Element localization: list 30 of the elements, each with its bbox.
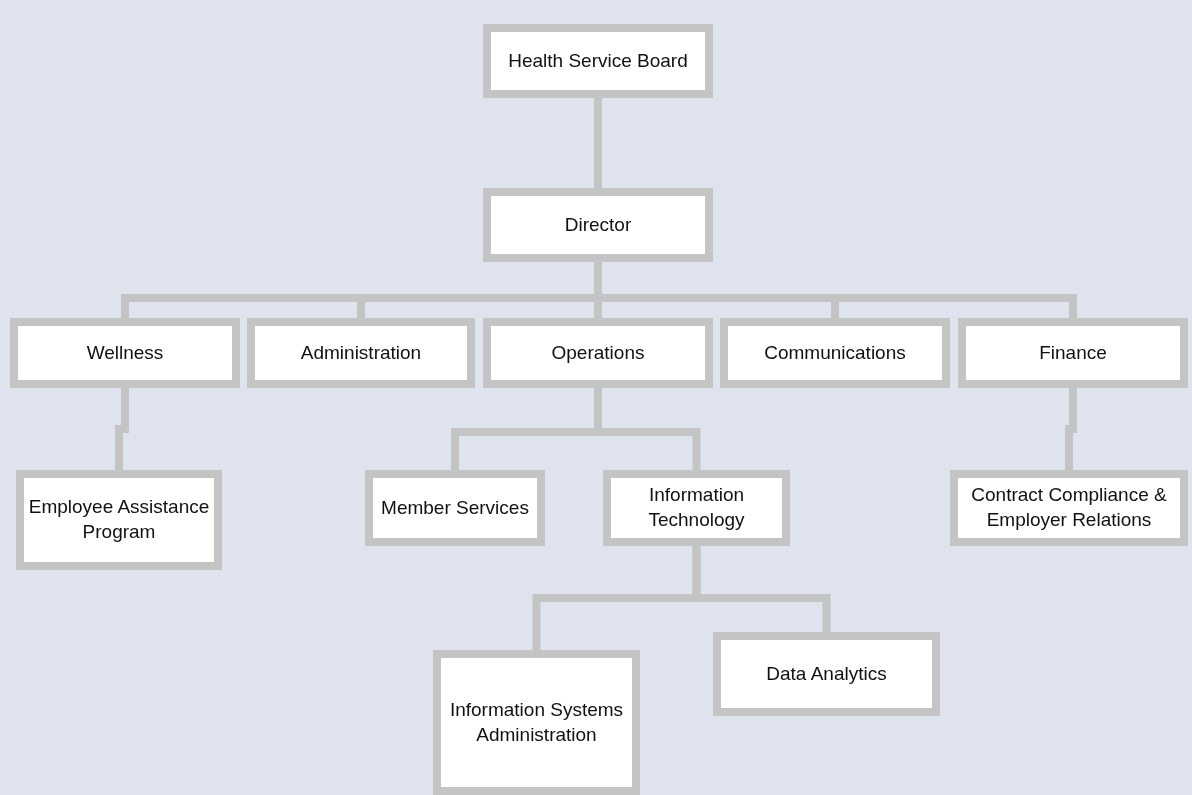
org-box: [483, 318, 713, 388]
box-label: Finance: [1038, 340, 1108, 365]
org-box: [603, 470, 790, 546]
box-label: Communications: [763, 340, 907, 365]
org-box: [958, 318, 1188, 388]
org-box: [950, 470, 1188, 546]
box-label: Director: [563, 212, 633, 237]
org-box: [247, 318, 475, 388]
box-label: Member Services: [380, 495, 530, 520]
box-label: Health Service Board: [507, 48, 689, 73]
box-label: Data Analytics: [765, 661, 888, 686]
connector-line: [692, 546, 831, 632]
box-label: Operations: [550, 340, 646, 365]
box-label: Employee Assistance Program: [27, 495, 211, 544]
org-box: [365, 470, 545, 546]
box-label: Contract Compliance & Employer Relations: [970, 483, 1168, 532]
org-box: [483, 188, 713, 262]
org-box: [16, 470, 222, 570]
org-box: [713, 632, 940, 716]
box-label: Administration: [299, 340, 423, 365]
box-label: Information Technology: [647, 483, 746, 532]
org-box: [483, 24, 713, 98]
connector-line: [594, 98, 602, 188]
org-box: [433, 650, 640, 795]
connector-line: [115, 388, 129, 470]
box-label: Wellness: [85, 340, 165, 365]
box-label: Information Systems Administration: [448, 697, 625, 747]
connector-line: [1065, 388, 1077, 470]
org-box: [720, 318, 950, 388]
org-box: [10, 318, 240, 388]
